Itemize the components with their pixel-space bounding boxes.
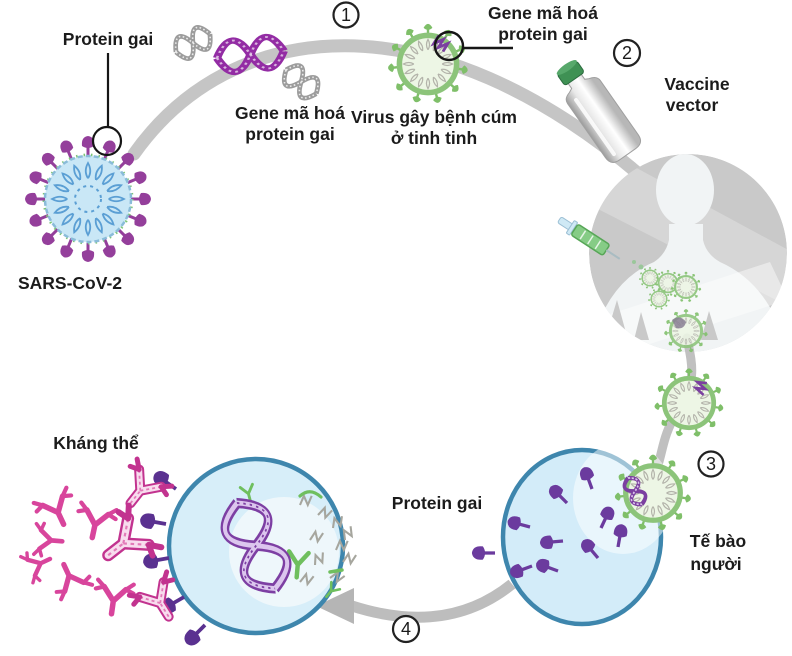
- step4-arrow: [316, 579, 516, 624]
- flu-virus-label-line1: Virus gây bệnh cúm: [351, 107, 517, 127]
- step-1-badge: 1: [332, 1, 360, 29]
- human-figure: [589, 154, 787, 352]
- te-bao-nguoi-label-line1: Tế bào: [690, 531, 746, 551]
- step-2-badge: 2: [612, 38, 642, 68]
- svg-text:3: 3: [706, 454, 716, 474]
- protein-gai-top-label: Protein gai: [63, 29, 153, 49]
- vaccine-vector-label-line2: vector: [666, 95, 719, 115]
- svg-text:4: 4: [401, 619, 411, 639]
- khang-the-label: Kháng thể: [53, 433, 139, 453]
- gene-ma-hoa-right-label-line1: Gene mã hoá: [488, 3, 598, 23]
- svg-text:1: 1: [341, 5, 351, 25]
- chimp-adenovirus: [388, 24, 513, 104]
- sars-cov-2-label: SARS-CoV-2: [18, 273, 122, 293]
- gene-ma-hoa-right-label-line2: protein gai: [498, 24, 587, 44]
- vaccine-cycle-arc: [127, 39, 655, 189]
- step-3-badge: 3: [697, 450, 725, 478]
- human-cell-left: [136, 456, 358, 651]
- syringe-icon: [557, 216, 621, 260]
- step-4-badge: 4: [391, 614, 421, 644]
- protein-gai-highlight-circle: [91, 125, 123, 157]
- svg-text:2: 2: [622, 43, 632, 63]
- vector-virus-medium: [654, 368, 724, 437]
- te-bao-nguoi-label-line2: người: [690, 554, 741, 574]
- flu-virus-label-line2: ở tinh tinh: [391, 128, 477, 148]
- human-cell-right: [470, 442, 673, 627]
- vector-virus-small: [664, 309, 708, 353]
- gene-ma-hoa-left-label-line2: protein gai: [245, 124, 334, 144]
- vaccine-vector-label-line1: Vaccine: [664, 74, 729, 94]
- protein-gai-mid-label: Protein gai: [392, 493, 482, 513]
- sars-cov-2-virus: [23, 53, 153, 264]
- nucleus-contents: [216, 482, 358, 600]
- gene-highlight-circle: [433, 30, 465, 62]
- vaccine-vial-icon: [556, 60, 642, 163]
- antibodies: [20, 458, 188, 628]
- gene-ma-hoa-left-label-line1: Gene mã hoá: [235, 103, 345, 123]
